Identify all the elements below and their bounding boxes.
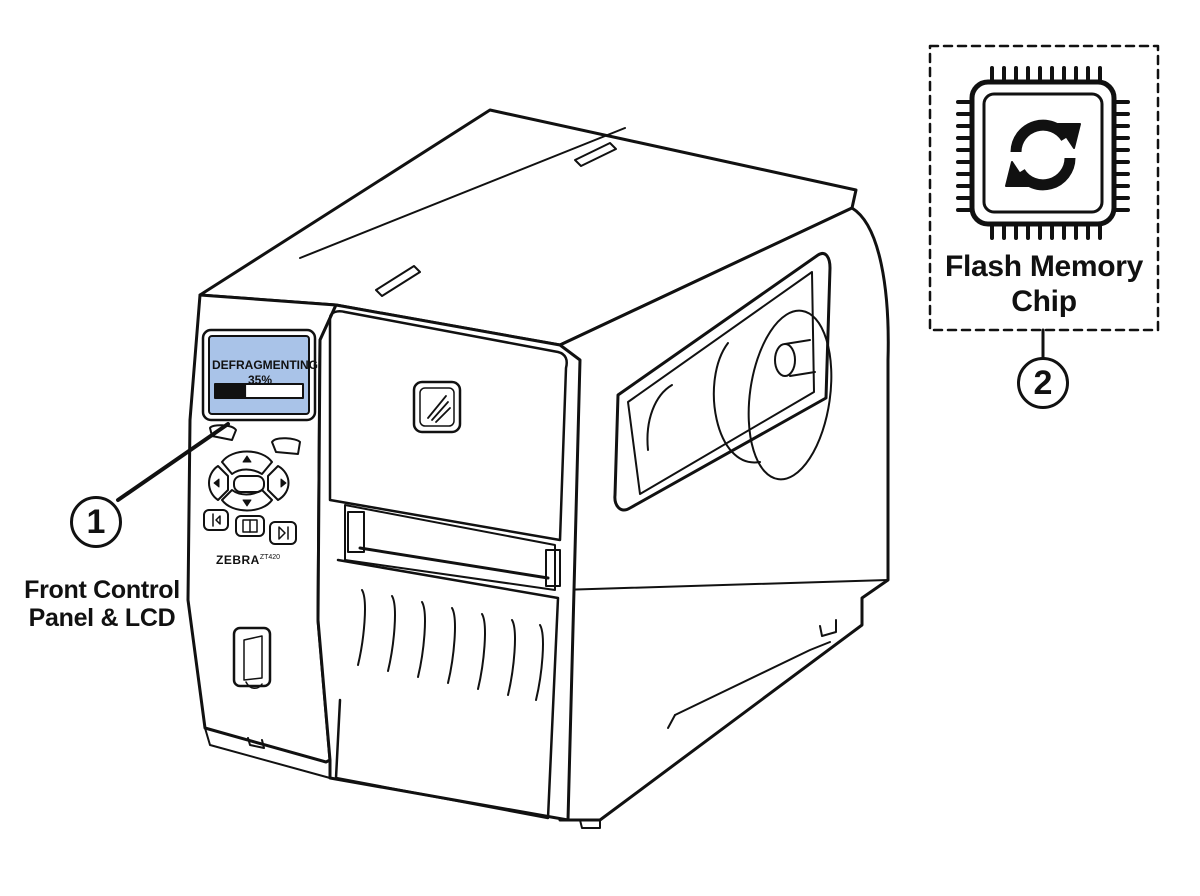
home-button[interactable] [203, 509, 229, 531]
callout-1-number: 1 [70, 496, 122, 548]
lcd-progress-fill [216, 385, 247, 397]
callout-1-label: Front Control Panel & LCD [14, 576, 190, 632]
left-arrow-button[interactable] [208, 465, 229, 501]
lcd-progress-percent: 35% [247, 373, 273, 387]
sync-arrows-icon [1005, 119, 1081, 191]
flash-memory-chip-icon [956, 66, 1130, 240]
feed-button[interactable] [269, 521, 297, 545]
lcd-status-text: DEFRAGMENTING [212, 358, 318, 372]
model-name: ZT420 [259, 554, 281, 561]
callout-1-label-line1: Front Control [24, 576, 180, 604]
callout-2-label-line1: Flash Memory [944, 250, 1144, 283]
pause-button[interactable] [235, 515, 265, 537]
left-soft-key[interactable] [209, 424, 237, 441]
callout-1-leader [116, 422, 230, 502]
down-arrow-button[interactable] [221, 489, 273, 512]
navigation-pad[interactable] [208, 450, 290, 512]
callout-2-box [928, 44, 1160, 332]
front-control-panel [201, 328, 317, 689]
callout-2-label: Flash Memory Chip [936, 250, 1152, 319]
brand-name: ZEBRA [216, 553, 260, 567]
callout-2-label-line2: Chip [1011, 284, 1077, 318]
right-soft-key[interactable] [271, 437, 301, 455]
up-arrow-button[interactable] [221, 450, 273, 475]
door-latch [232, 626, 272, 688]
callout-2-number: 2 [1017, 357, 1069, 409]
callout-1-label-line2: Panel & LCD [28, 604, 176, 632]
right-arrow-button[interactable] [267, 465, 290, 501]
printer-body [186, 108, 890, 829]
printer-brand-label: ZEBRAZT420 [216, 553, 280, 567]
ok-button[interactable] [233, 475, 265, 493]
